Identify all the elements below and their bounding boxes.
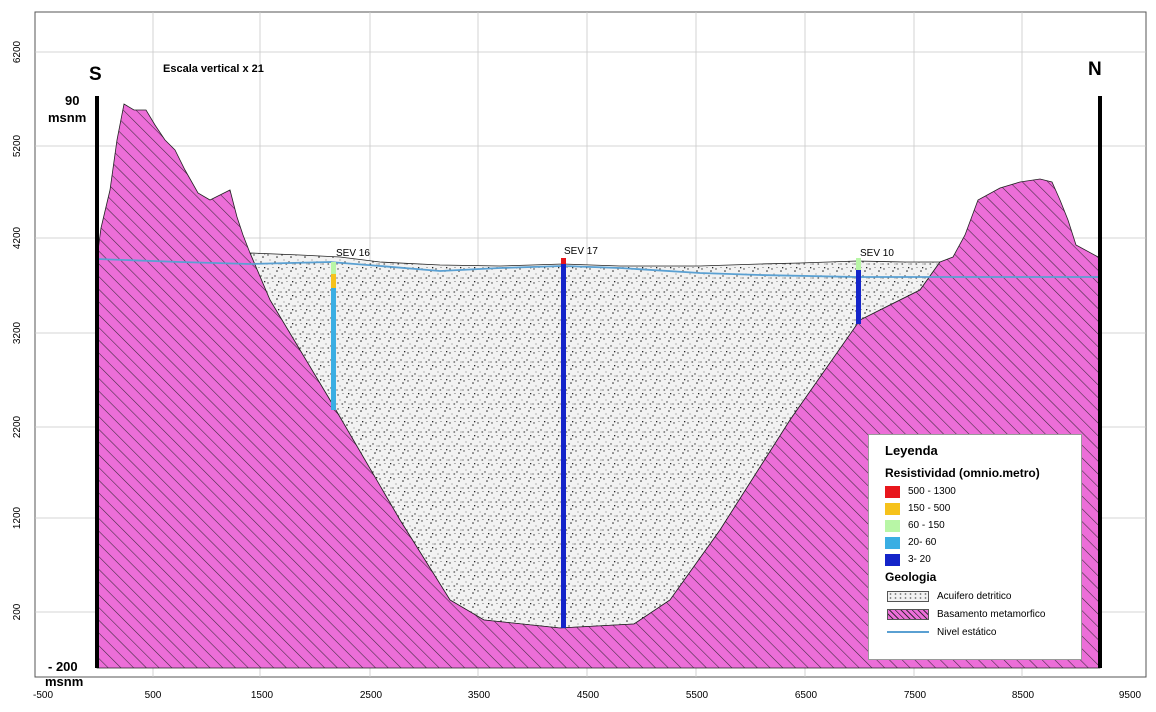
x-tick-label: 5500 [686,690,709,701]
sev-10-label: SEV 10 [860,248,894,259]
color-swatch [885,485,900,498]
bottom-elevation-unit: msnm [45,674,83,689]
x-tick-label: 6500 [795,690,818,701]
color-swatch [885,502,900,515]
sev-17-label: SEV 17 [564,246,598,257]
legend-item: 60 - 150 [885,517,1071,534]
legend-item: 20- 60 [885,534,1071,551]
y-tick-label: 2200 [12,415,23,438]
y-tick-label: 200 [12,603,23,620]
x-tick-label: 9500 [1119,690,1142,701]
color-swatch [885,519,900,532]
y-tick-label: 1200 [12,506,23,529]
resistivity-title: Resistividad (omnio.metro) [885,466,1040,480]
legend-item-label: 500 - 1300 [908,486,956,497]
y-tick-label: 4200 [12,226,23,249]
basement-swatch [887,608,929,620]
legend-item-label: Nivel estático [937,626,997,638]
legend-item: 500 - 1300 [885,483,1071,500]
sev-16-profile [331,262,336,410]
legend-title: Leyenda [885,443,938,458]
x-tick-label: 7500 [904,690,927,701]
bottom-elevation-value: - 200 [48,659,78,674]
legend-item: Nivel estático [885,623,1071,641]
top-elevation-unit: msnm [48,110,86,125]
sev-10-profile [856,258,861,324]
x-tick-label: 4500 [577,690,600,701]
y-tick-label: 6200 [12,40,23,63]
legend-item: 150 - 500 [885,500,1071,517]
legend-item-label: 60 - 150 [908,520,945,531]
north-label: N [1088,59,1102,80]
x-axis: -500 500 1500 2500 3500 4500 5500 6500 7… [33,690,1142,701]
legend-item-label: Acuifero detritico [937,590,1012,602]
x-tick-label: 2500 [360,690,383,701]
legend-item-label: Basamento metamorfico [937,608,1046,620]
basement-rock [96,103,1101,669]
north-end-post [1098,96,1102,668]
x-tick-label: 3500 [468,690,491,701]
legend-item-label: 3- 20 [908,554,931,565]
x-tick-label: -500 [33,690,53,701]
sev-16-label: SEV 16 [336,248,370,259]
x-tick-label: 8500 [1012,690,1035,701]
south-label: S [89,64,102,85]
legend-item-label: 20- 60 [908,537,937,548]
y-axis: 6200 5200 4200 3200 2200 1200 200 [12,40,23,620]
water-table-line [96,258,1100,278]
geology-title: Geologia [885,570,937,584]
legend-item-label: 150 - 500 [908,503,951,514]
top-elevation-value: 90 [65,93,79,108]
color-swatch [885,553,900,566]
legend-item: Acuifero detritico [885,587,1071,605]
y-tick-label: 5200 [12,134,23,157]
sev-17-profile [561,258,566,628]
vertical-scale-note: Escala vertical x 21 [163,63,264,75]
water-table-swatch [887,631,929,633]
legend-item: 3- 20 [885,551,1071,568]
y-tick-label: 3200 [12,321,23,344]
legend-item: Basamento metamorfico [885,605,1071,623]
color-swatch [885,536,900,549]
x-tick-label: 500 [145,690,162,701]
aquifer-swatch [887,590,929,602]
legend: Leyenda Resistividad (omnio.metro) 500 -… [868,434,1082,660]
south-end-post [95,96,99,668]
x-tick-label: 1500 [251,690,274,701]
